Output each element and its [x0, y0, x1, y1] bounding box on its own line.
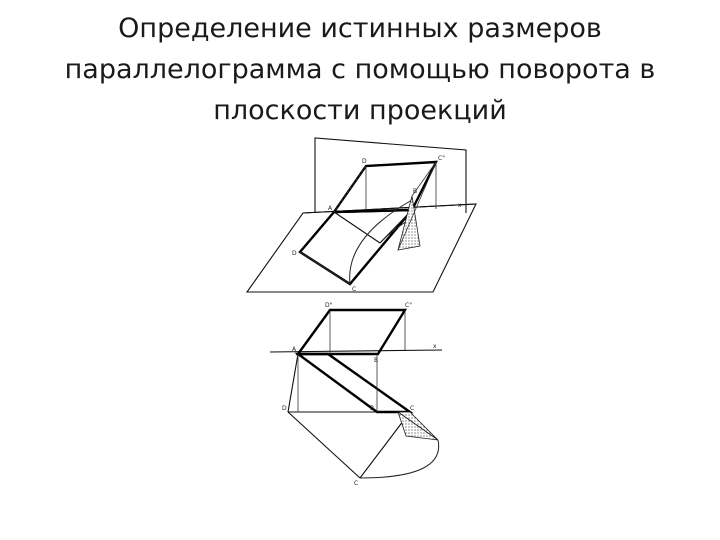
svg-text:A: A	[292, 346, 297, 353]
svg-text:D": D"	[325, 302, 333, 309]
svg-text:C: C	[410, 405, 414, 412]
parallelogram-frontal-projection	[331, 160, 438, 214]
parallelogram-horizontal-projection	[298, 208, 415, 286]
svg-text:B: B	[374, 357, 378, 364]
rotation-arc-3	[359, 439, 440, 479]
title-line-3: плоскости проекций	[213, 95, 507, 126]
svg-text:x: x	[433, 343, 437, 350]
svg-text:C": C"	[405, 302, 412, 309]
vertical-plane	[314, 137, 467, 213]
slide-title: Определение истинных размеров параллелог…	[0, 8, 720, 131]
orthographic-view: A D" C" B D B C C x	[269, 302, 443, 487]
svg-text:D: D	[292, 250, 297, 257]
horizontal-plane	[245, 203, 477, 293]
parallelogram-frontal-projection-2	[295, 308, 408, 356]
svg-text:C": C"	[438, 155, 445, 162]
parallelogram-horizontal-projection-2	[294, 352, 414, 414]
svg-text:B: B	[370, 405, 374, 412]
title-line-2: параллелограмма с помощью поворота в	[64, 54, 656, 85]
svg-text:D: D	[362, 158, 367, 165]
title-line-1: Определение истинных размеров	[118, 13, 602, 44]
svg-text:A: A	[328, 205, 333, 212]
svg-text:C: C	[352, 286, 356, 293]
svg-text:C: C	[354, 480, 358, 487]
rotation-arc-1	[349, 199, 413, 285]
svg-text:B: B	[413, 188, 417, 195]
svg-text:x: x	[458, 202, 462, 209]
projection-axis	[302, 203, 477, 214]
pictorial-view: A D C" B D C x	[245, 137, 477, 293]
svg-text:D: D	[282, 405, 287, 412]
